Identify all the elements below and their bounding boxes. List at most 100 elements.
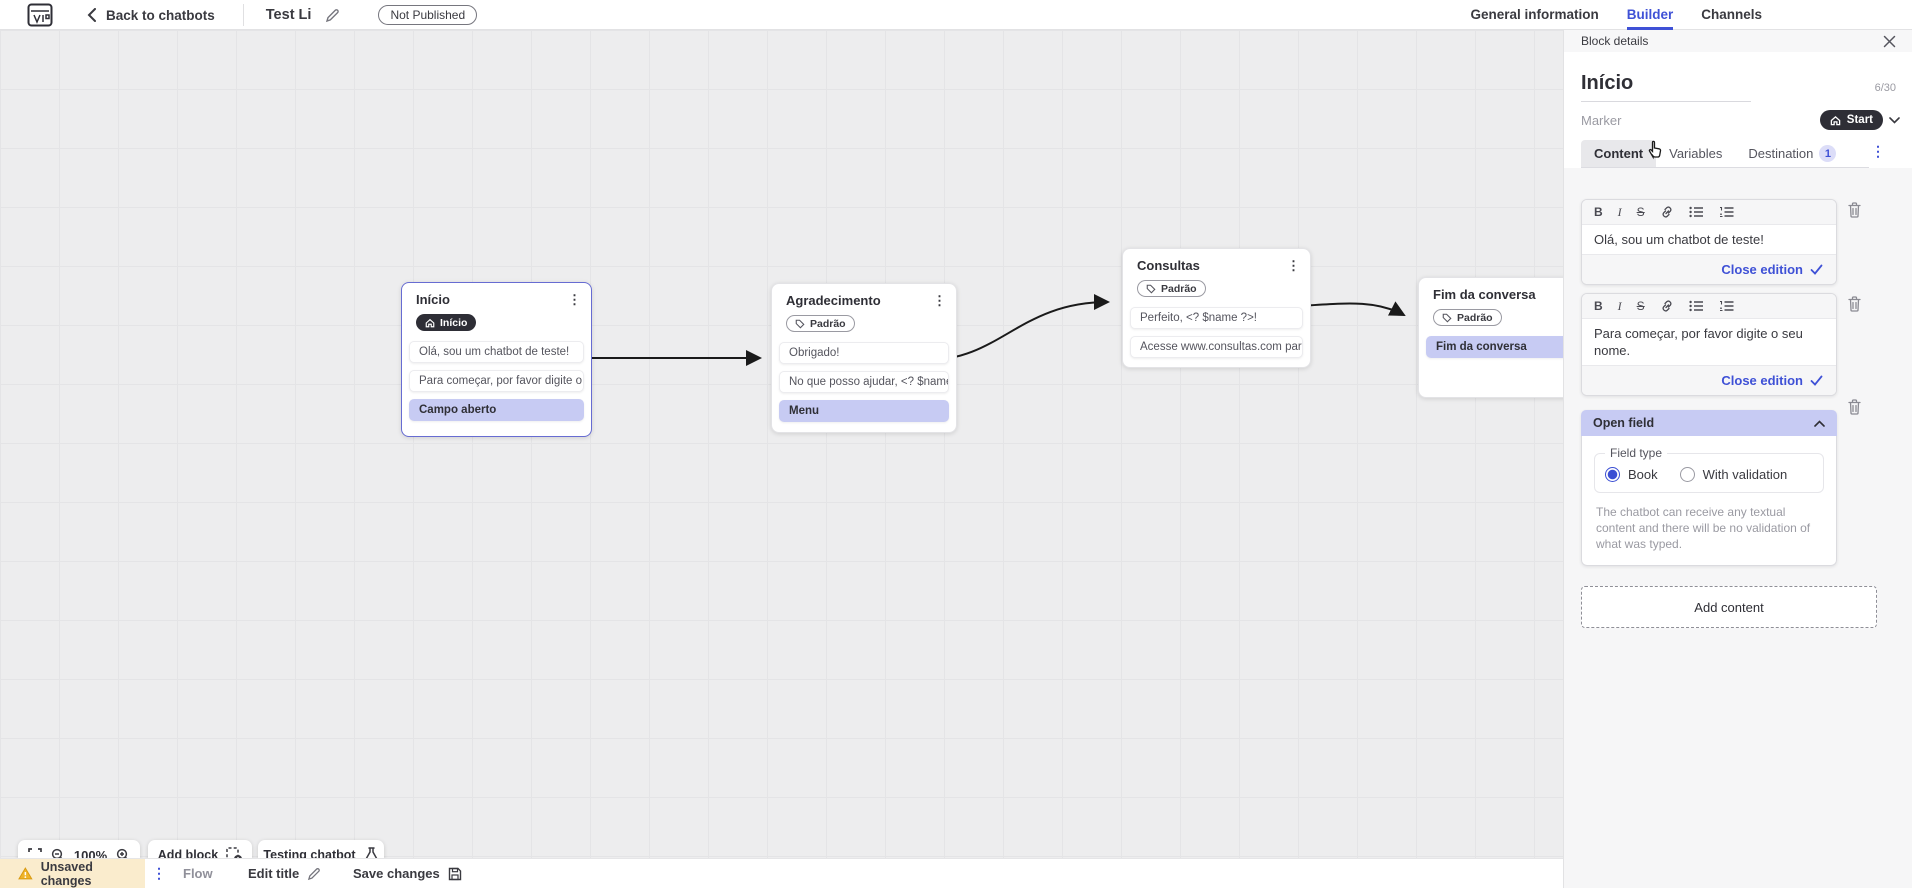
trash-icon	[1848, 202, 1861, 218]
edit-title-button[interactable]: Edit title	[248, 859, 321, 888]
flow-block-consultas[interactable]: Consultas ⋮ Padrão Perfeito, <? $name ?>…	[1122, 248, 1311, 368]
message-editor-2[interactable]: B I S Para começar, por favor digite o s…	[1581, 293, 1837, 396]
check-icon	[1810, 264, 1823, 275]
block-title: Agradecimento	[786, 293, 881, 308]
home-icon	[1830, 115, 1841, 125]
italic-icon[interactable]: I	[1617, 204, 1622, 219]
chatbot-title[interactable]: Test Li	[265, 7, 312, 23]
back-label: Back to chatbots	[106, 7, 215, 23]
save-changes-button[interactable]: Save changes	[353, 859, 462, 888]
block-name-input[interactable]: Início	[1581, 72, 1751, 102]
tab-general-information[interactable]: General information	[1470, 7, 1599, 22]
radio-book-label[interactable]: Book	[1628, 467, 1658, 482]
radio-with-validation-label[interactable]: With validation	[1702, 467, 1788, 482]
panel-tabs: Content Variables Destination 1	[1581, 140, 1869, 168]
top-bar: Back to chatbots Test Li Not Published G…	[0, 0, 1912, 30]
open-field-section: Open field Field type Book With validati…	[1581, 410, 1837, 566]
message-text[interactable]: Para começar, por favor digite o seu nom…	[1582, 319, 1836, 365]
bullet-list-icon[interactable]	[1689, 300, 1704, 312]
panel-content-area: B I S Olá, sou um chatbot de teste! Clos…	[1564, 168, 1912, 888]
destination-count-badge: 1	[1819, 145, 1837, 162]
ordered-list-icon[interactable]	[1719, 300, 1734, 312]
fullscreen-icon[interactable]	[28, 848, 42, 862]
add-content-button[interactable]: Add content	[1581, 586, 1877, 628]
close-edition-link[interactable]: Close edition	[1721, 262, 1803, 277]
block-marker-badge: Padrão	[1137, 280, 1206, 297]
link-icon[interactable]	[1660, 299, 1674, 313]
radio-with-validation[interactable]	[1679, 467, 1695, 482]
topbar-divider	[242, 4, 244, 26]
delete-content-button[interactable]	[1847, 296, 1862, 312]
block-row-end[interactable]: Fim da conversa	[1426, 335, 1570, 358]
flow-canvas[interactable]: Início ⋮ Início Olá, sou um chatbot de t…	[0, 30, 1578, 888]
block-row[interactable]: No que posso ajudar, <? $name ...	[779, 370, 949, 393]
strikethrough-icon[interactable]: S	[1636, 205, 1645, 219]
character-counter: 6/30	[1874, 82, 1896, 94]
tab-destination[interactable]: Destination 1	[1735, 140, 1849, 167]
bold-icon[interactable]: B	[1594, 299, 1603, 313]
open-field-header[interactable]: Open field	[1581, 410, 1837, 436]
main-nav-tabs: General information Builder Channels	[1470, 0, 1762, 30]
block-row[interactable]: Olá, sou um chatbot de teste!	[409, 340, 584, 363]
message-editor-1[interactable]: B I S Olá, sou um chatbot de teste! Clos…	[1581, 199, 1837, 285]
block-row-menu[interactable]: Menu	[779, 399, 949, 422]
block-kebab-menu-icon[interactable]: ⋮	[568, 292, 581, 307]
flow-block-inicio[interactable]: Início ⋮ Início Olá, sou um chatbot de t…	[401, 282, 592, 437]
italic-icon[interactable]: I	[1617, 298, 1622, 313]
block-title: Início	[416, 292, 450, 307]
trash-icon	[1848, 399, 1861, 415]
panel-header-title: Block details	[1581, 34, 1649, 48]
status-badge: Not Published	[378, 5, 478, 25]
chevron-down-icon[interactable]	[1889, 116, 1900, 124]
edit-pencil-icon	[308, 867, 321, 880]
block-row-open-field[interactable]: Campo aberto	[409, 398, 584, 421]
block-title: Consultas	[1137, 258, 1200, 273]
close-icon[interactable]	[1883, 35, 1896, 48]
tab-content[interactable]: Content	[1581, 140, 1657, 167]
block-marker-badge: Padrão	[786, 315, 855, 332]
block-marker-badge: Início	[416, 314, 477, 331]
block-row[interactable]: Obrigado!	[779, 341, 949, 364]
trash-icon	[1848, 296, 1861, 312]
link-icon[interactable]	[1660, 205, 1674, 219]
flow-view-label[interactable]: Flow	[183, 866, 213, 881]
ordered-list-icon[interactable]	[1719, 206, 1734, 218]
marker-start-pill[interactable]: Start	[1819, 110, 1883, 130]
tab-variables[interactable]: Variables	[1669, 146, 1723, 161]
block-kebab-menu-icon[interactable]: ⋮	[1287, 258, 1300, 273]
flow-block-fim-da-conversa[interactable]: Fim da conversa Padrão Fim da conversa	[1418, 277, 1578, 398]
editor-toolbar: B I S	[1582, 294, 1836, 319]
block-kebab-menu-icon[interactable]: ⋮	[933, 293, 946, 308]
back-to-chatbots-button[interactable]: Back to chatbots	[87, 8, 215, 23]
field-type-fieldset: Field type Book With validation	[1594, 446, 1824, 493]
tab-builder[interactable]: Builder	[1626, 0, 1674, 30]
field-type-label: Field type	[1610, 446, 1663, 460]
message-text[interactable]: Olá, sou um chatbot de teste!	[1582, 225, 1836, 254]
block-row[interactable]: Para começar, por favor digite o ...	[409, 369, 584, 392]
app-logo-icon	[27, 3, 53, 27]
bullet-list-icon[interactable]	[1689, 206, 1704, 218]
block-title: Fim da conversa	[1433, 287, 1536, 302]
field-type-help-text: The chatbot can receive any textual cont…	[1596, 505, 1811, 551]
tag-icon	[795, 319, 805, 329]
strikethrough-icon[interactable]: S	[1636, 299, 1645, 313]
panel-header: Block details	[1564, 30, 1912, 52]
panel-kebab-menu-icon[interactable]: ⋮	[1871, 143, 1885, 159]
warning-icon	[18, 867, 33, 880]
editor-toolbar: B I S	[1582, 200, 1836, 225]
kebab-menu-icon: ⋮	[152, 865, 166, 881]
block-row[interactable]: Acesse www.consultas.com par...	[1130, 335, 1303, 358]
marker-label: Marker	[1581, 112, 1622, 128]
delete-open-field-button[interactable]	[1847, 399, 1862, 415]
bold-icon[interactable]: B	[1594, 205, 1603, 219]
radio-book[interactable]	[1605, 467, 1620, 482]
tag-icon	[1146, 284, 1156, 294]
edit-title-pencil-icon[interactable]	[325, 8, 340, 23]
tab-channels[interactable]: Channels	[1701, 7, 1762, 22]
close-edition-link[interactable]: Close edition	[1721, 373, 1803, 388]
block-row[interactable]: Perfeito, <? $name ?>!	[1130, 306, 1303, 329]
tag-icon	[1442, 313, 1452, 323]
flow-block-agradecimento[interactable]: Agradecimento ⋮ Padrão Obrigado! No que …	[771, 283, 957, 433]
delete-content-button[interactable]	[1847, 202, 1862, 218]
statusbar-kebab-menu[interactable]: ⋮	[152, 859, 166, 888]
